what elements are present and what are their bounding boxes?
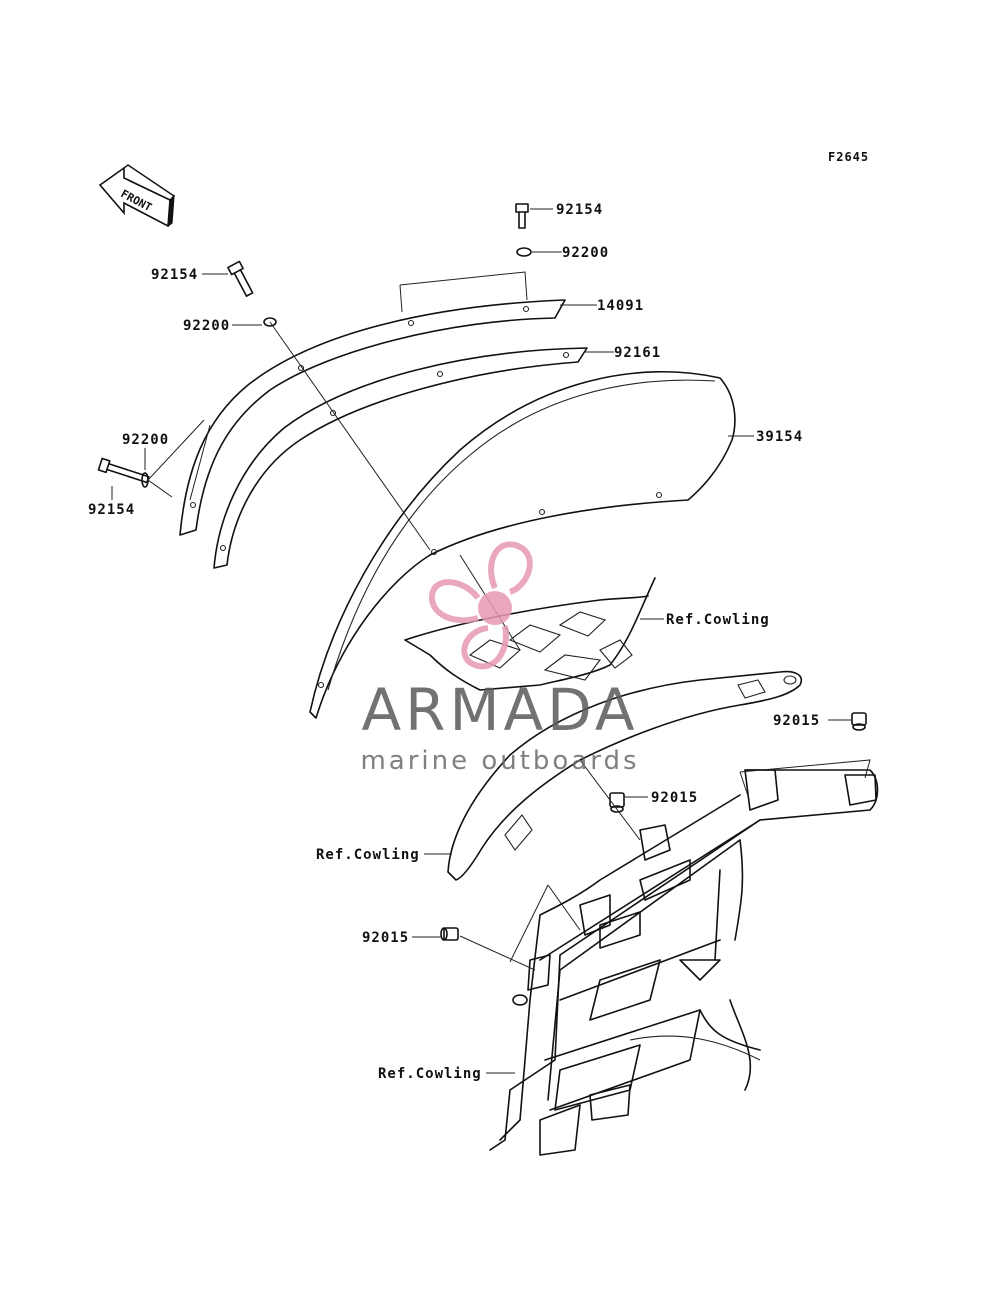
callout-39154: 39154: [756, 429, 803, 445]
front-arrow-icon: FRONT: [98, 164, 176, 228]
armada-watermark-logo: ARMADA marine outboards: [360, 541, 639, 776]
propeller-icon: [428, 541, 533, 670]
grommet-92015-left: [440, 927, 459, 941]
watermark-title: ARMADA: [361, 676, 638, 744]
cowling-upper: [404, 577, 656, 691]
callout-ref-cowling-mid: Ref.Cowling: [316, 847, 420, 863]
callout-ref-cowling-upper: Ref.Cowling: [666, 612, 770, 628]
callout-92161: 92161: [614, 345, 661, 361]
cowling-bracket: [447, 670, 802, 881]
bolt-92154-left: [227, 260, 254, 297]
callout-92015-mid: 92015: [651, 790, 698, 806]
figure-number: F2645: [828, 150, 869, 164]
bolt-92154-top: [515, 203, 529, 229]
callout-ref-cowling-lower: Ref.Cowling: [378, 1066, 482, 1082]
grommet-92015-right: [851, 712, 867, 731]
callout-92200-left: 92200: [183, 318, 230, 334]
inner-strip-92161: [213, 347, 588, 569]
trim-strip-14091: [179, 299, 566, 536]
callout-92154-lower: 92154: [88, 502, 135, 518]
washer-92200-top: [516, 247, 532, 257]
callout-92015-right: 92015: [773, 713, 820, 729]
callout-92015-left: 92015: [362, 930, 409, 946]
watermark-subtitle: marine outboards: [360, 746, 639, 776]
windshield-39154: [309, 370, 736, 719]
callout-14091: 14091: [597, 298, 644, 314]
callout-92200-top: 92200: [562, 245, 609, 261]
callout-92200-lower: 92200: [122, 432, 169, 448]
cowling-frame: [489, 769, 879, 1156]
callout-92154-left: 92154: [151, 267, 198, 283]
callout-92154-top: 92154: [556, 202, 603, 218]
washer-92200-left: [263, 317, 277, 327]
